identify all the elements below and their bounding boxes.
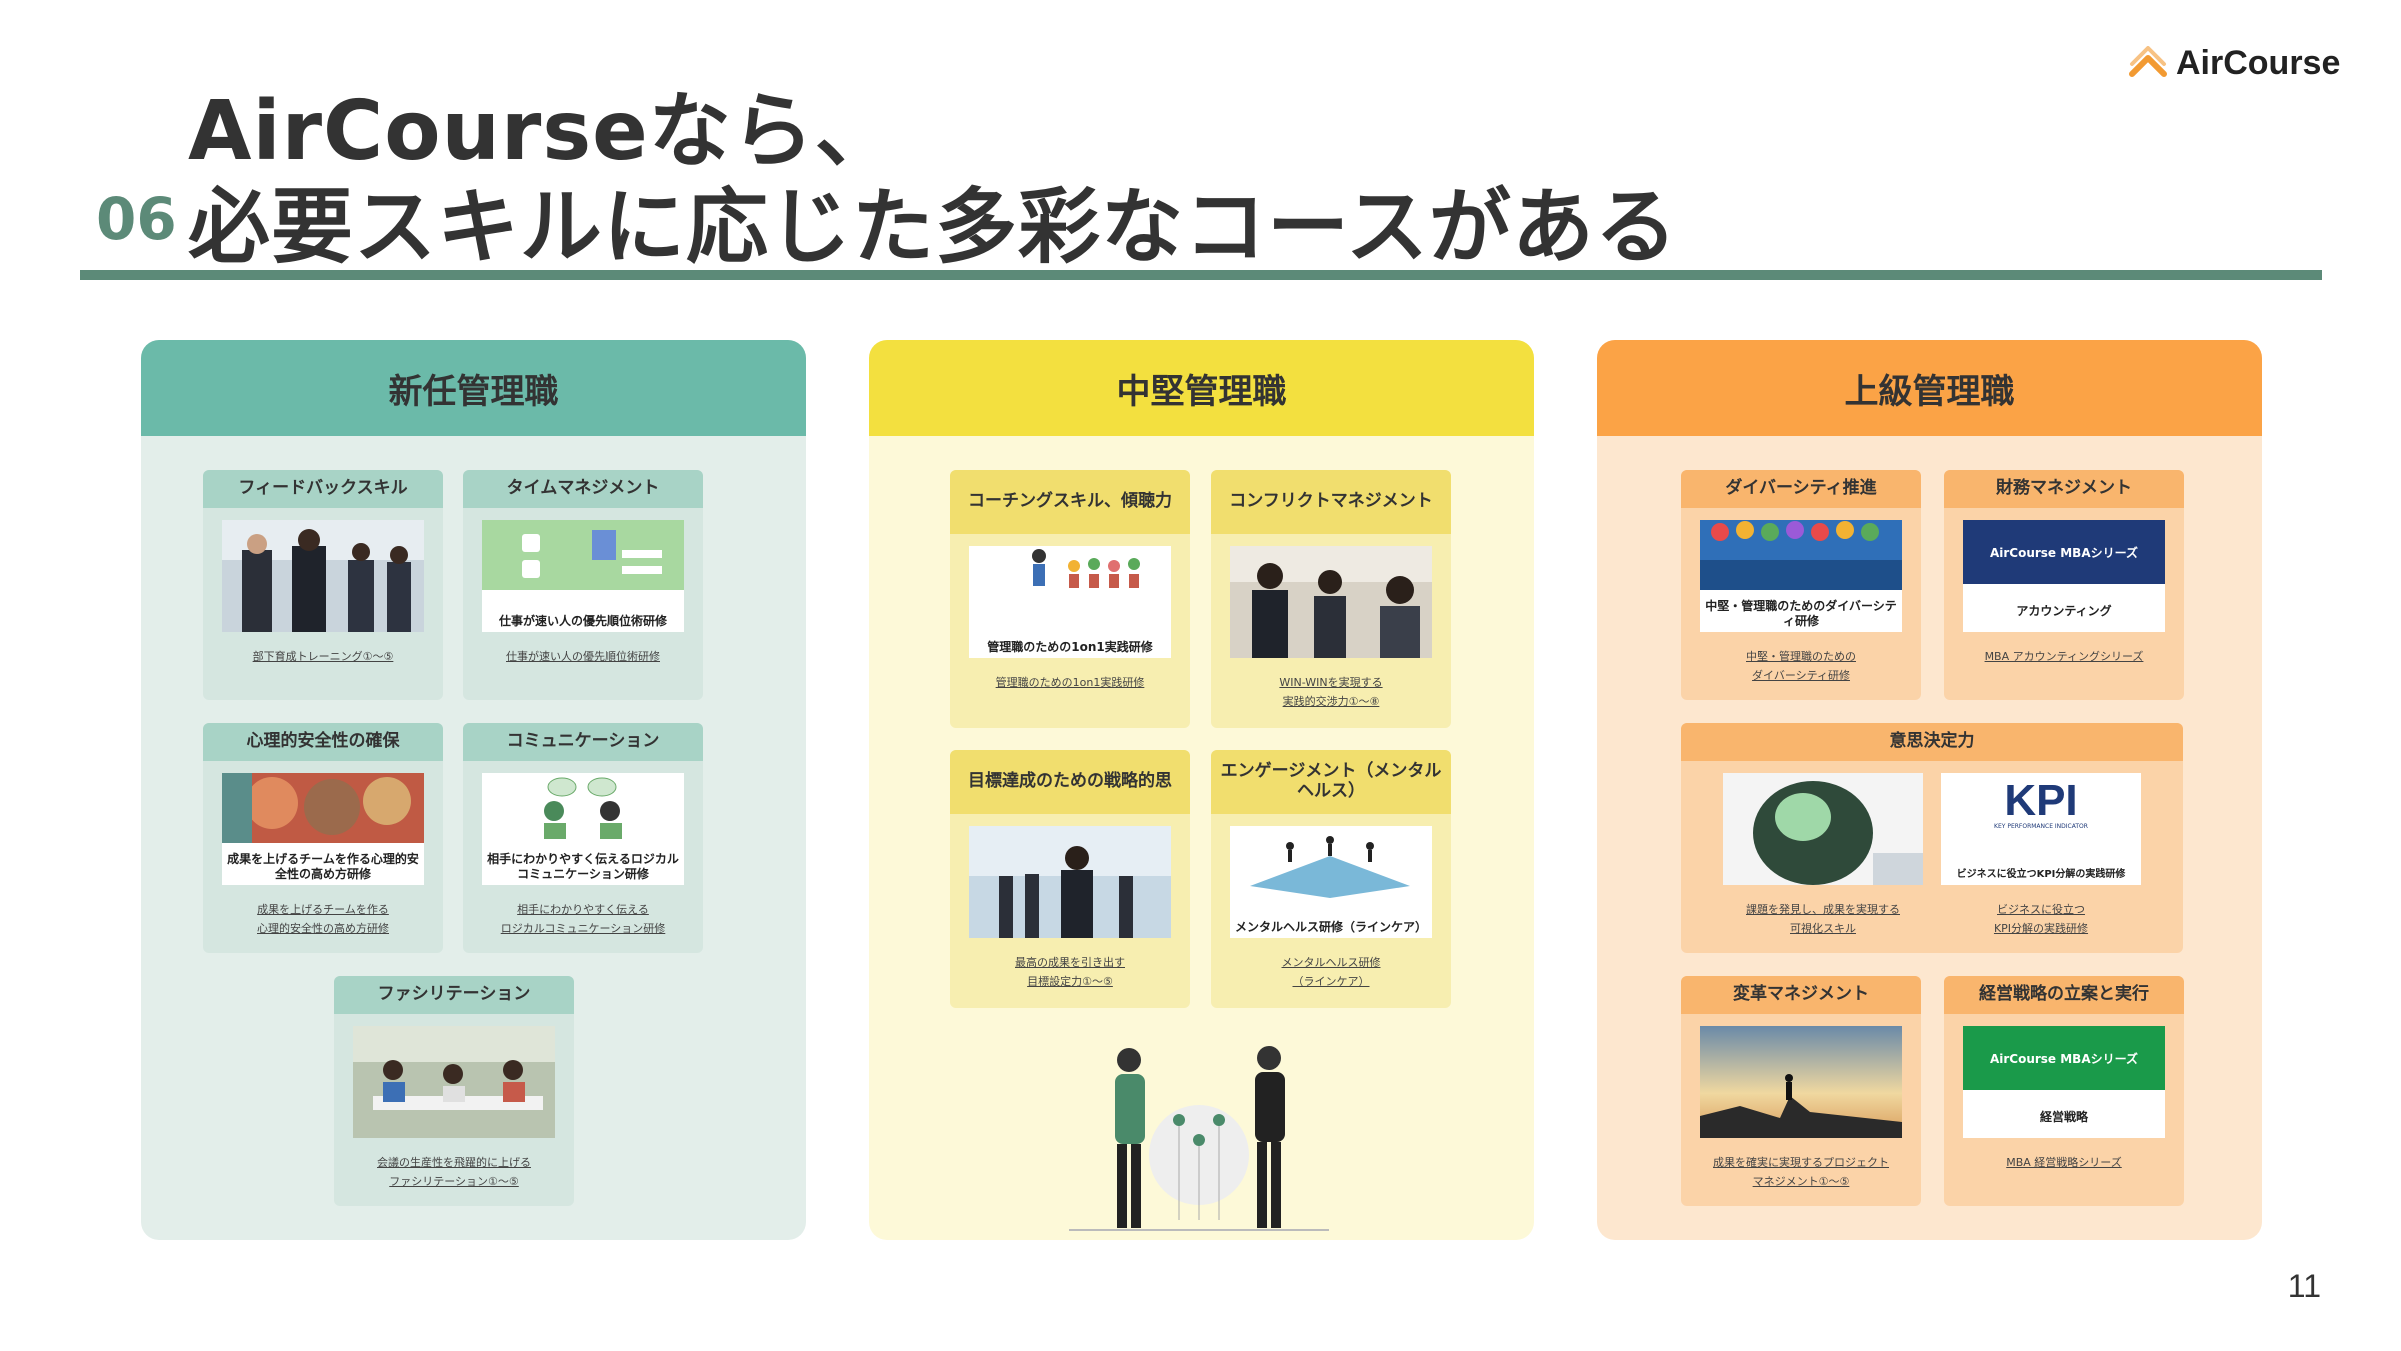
thumbnail-caption: 成果を上げるチームを作る心理的安全性の高め方研修 xyxy=(227,852,419,881)
course-card-diversity[interactable]: ダイバーシティ推進 中堅・管理職のためのダイバーシティ研修 中堅・管理職のための… xyxy=(1681,470,1921,700)
card-title: コミュニケーション xyxy=(463,723,703,761)
card-title: 目標達成のための戦略的思 xyxy=(950,750,1190,814)
course-card-time-management[interactable]: タイムマネジメント 仕事が速い人の優先順位術研修 仕事が速い人の優先順位術研修 xyxy=(463,470,703,700)
course-thumbnail-image: 成果を上げるチームを作る心理的安全性の高め方研修 xyxy=(222,773,424,885)
card-title: 意思決定力 xyxy=(1681,723,2183,761)
course-card-coaching[interactable]: コーチングスキル、傾聴力 管理職のための1on1実践研修 管理職のための1on1… xyxy=(950,470,1190,728)
course-thumbnail-image: KPI KEY PERFORMANCE INDICATOR ビジネスに役立つKP… xyxy=(1941,773,2141,885)
team-illustration xyxy=(1069,1046,1329,1231)
course-card-change-management[interactable]: 変革マネジメント 成果を確実に実現するプロジェクトマネジメント①〜⑤ xyxy=(1681,976,1921,1206)
course-thumbnail-image: AirCourse MBAシリーズ アカウンティング xyxy=(1963,520,2165,632)
thumbnail-caption: アカウンティング xyxy=(2016,603,2112,618)
page-number: 11 xyxy=(2287,1268,2321,1304)
course-thumbnail-image: 中堅・管理職のためのダイバーシティ研修 xyxy=(1700,520,1902,632)
course-thumbnail-image xyxy=(1723,773,1923,885)
thumbnail-caption: ビジネスに役立つKPI分解の実践研修 xyxy=(1956,869,2126,880)
course-card-decision-making[interactable]: 意思決定力 課題を発見し、成果を実現する可視化スキル KPI xyxy=(1681,723,2183,953)
course-link[interactable]: 相手にわかりやすく伝えるロジカルコミュニケーション研修 xyxy=(500,903,666,935)
course-link[interactable]: 仕事が速い人の優先順位術研修 xyxy=(506,650,660,663)
course-thumbnail-image xyxy=(969,826,1171,938)
course-link[interactable]: WIN-WINを実現する実践的交渉力①〜⑧ xyxy=(1279,676,1383,708)
panel-mid-managers: 中堅管理職 コーチングスキル、傾聴力 管理職のための1on1実践研修 管理職のた… xyxy=(869,340,1534,1240)
course-thumbnail-image xyxy=(353,1026,555,1138)
course-card-management-strategy[interactable]: 経営戦略の立案と実行 AirCourse MBAシリーズ 経営戦略 MBA 経営… xyxy=(1944,976,2184,1206)
thumbnail-caption: 経営戦略 xyxy=(2039,1109,2088,1124)
title-divider xyxy=(80,270,2322,280)
course-link[interactable]: 管理職のための1on1実践研修 xyxy=(995,676,1145,689)
aircourse-logo: AirCourse xyxy=(2128,44,2340,83)
course-link[interactable]: 課題を発見し、成果を実現する可視化スキル xyxy=(1746,903,1900,935)
course-thumbnail-image xyxy=(1230,546,1432,658)
mba-series-banner: AirCourse MBAシリーズ xyxy=(1963,520,2165,584)
thumbnail-caption: 中堅・管理職のためのダイバーシティ研修 xyxy=(1705,599,1897,628)
course-thumbnail-image: AirCourse MBAシリーズ 経営戦略 xyxy=(1963,1026,2165,1138)
panel-senior-managers: 上級管理職 ダイバーシティ推進 中堅・管理職のためのダイバーシティ研修 中堅・管… xyxy=(1597,340,2262,1240)
course-card-feedback[interactable]: フィードバックスキル 部下育成トレーニング①〜⑤ xyxy=(203,470,443,700)
thumbnail-caption: メンタルヘルス研修（ラインケア） xyxy=(1234,919,1427,934)
course-thumbnail-image: 相手にわかりやすく伝えるロジカルコミュニケーション研修 xyxy=(482,773,684,885)
panel-title: 上級管理職 xyxy=(1597,340,2262,436)
course-link[interactable]: MBA アカウンティングシリーズ xyxy=(1984,650,2144,663)
course-link[interactable]: 中堅・管理職のためのダイバーシティ研修 xyxy=(1746,650,1856,682)
card-title: ダイバーシティ推進 xyxy=(1681,470,1921,508)
course-card-psychological-safety[interactable]: 心理的安全性の確保 成果を上げるチームを作る心理的安全性の高め方研修 成果を上げ… xyxy=(203,723,443,953)
course-card-communication[interactable]: コミュニケーション 相手にわかりやすく伝えるロジカルコミュニケーション研修 相手… xyxy=(463,723,703,953)
course-thumbnail-image: メンタルヘルス研修（ラインケア） xyxy=(1230,826,1432,938)
course-card-financial-management[interactable]: 財務マネジメント AirCourse MBAシリーズ アカウンティング MBA … xyxy=(1944,470,2184,700)
course-card-strategic-thinking[interactable]: 目標達成のための戦略的思 最高の成果を引き出す目標設定力①〜⑤ xyxy=(950,750,1190,1008)
page-title-line-2: 必要スキルに応じた多彩なコースがある xyxy=(188,180,1678,275)
aircourse-chevron-icon xyxy=(2129,45,2167,77)
course-link[interactable]: MBA 経営戦略シリーズ xyxy=(2006,1156,2122,1169)
course-link[interactable]: 会議の生産性を飛躍的に上げるファシリテーション①〜⑤ xyxy=(377,1156,531,1188)
panel-title: 中堅管理職 xyxy=(869,340,1534,436)
kpi-logo: KPI xyxy=(2004,776,2078,825)
course-link[interactable]: 部下育成トレーニング①〜⑤ xyxy=(252,650,394,663)
course-thumbnail-image xyxy=(222,520,424,632)
card-title: フィードバックスキル xyxy=(203,470,443,508)
card-title: コンフリクトマネジメント xyxy=(1211,470,1451,534)
course-card-conflict-management[interactable]: コンフリクトマネジメント WIN-WINを実現する実践的交渉力①〜⑧ xyxy=(1211,470,1451,728)
panel-new-managers: 新任管理職 フィードバックスキル 部下育成トレーニング①〜⑤ タイムマネジメント… xyxy=(141,340,806,1240)
logo-text: AirCourse xyxy=(2176,44,2341,82)
panel-title: 新任管理職 xyxy=(141,340,806,436)
kpi-logo-subtitle: KEY PERFORMANCE INDICATOR xyxy=(1994,823,2088,830)
section-number: 06 xyxy=(96,185,177,253)
card-title: 心理的安全性の確保 xyxy=(203,723,443,761)
card-title: タイムマネジメント xyxy=(463,470,703,508)
page-title-line-1: AirCourseなら、 xyxy=(188,84,898,179)
thumbnail-caption: 相手にわかりやすく伝えるロジカルコミュニケーション研修 xyxy=(487,852,679,881)
card-title: 経営戦略の立案と実行 xyxy=(1944,976,2184,1014)
card-title: エンゲージメント（メンタルヘルス） xyxy=(1211,750,1451,814)
course-link[interactable]: 最高の成果を引き出す目標設定力①〜⑤ xyxy=(1015,956,1125,988)
course-link[interactable]: 成果を上げるチームを作る心理的安全性の高め方研修 xyxy=(257,903,389,935)
thumbnail-caption: 管理職のための1on1実践研修 xyxy=(987,639,1153,654)
card-title: 財務マネジメント xyxy=(1944,470,2184,508)
mba-series-banner: AirCourse MBAシリーズ xyxy=(1963,1026,2165,1090)
course-thumbnail-image xyxy=(1700,1026,1902,1138)
course-thumbnail-image: 仕事が速い人の優先順位術研修 xyxy=(482,520,684,632)
course-link[interactable]: メンタルヘルス研修（ラインケア） xyxy=(1281,956,1381,988)
thumbnail-caption: 仕事が速い人の優先順位術研修 xyxy=(498,613,667,628)
card-title: コーチングスキル、傾聴力 xyxy=(950,470,1190,534)
card-title: 変革マネジメント xyxy=(1681,976,1921,1014)
course-thumbnail-image: 管理職のための1on1実践研修 xyxy=(969,546,1171,658)
course-card-engagement[interactable]: エンゲージメント（メンタルヘルス） メンタルヘルス研修（ラインケア） メンタルヘ… xyxy=(1211,750,1451,1008)
card-title: ファシリテーション xyxy=(334,976,574,1014)
course-link[interactable]: 成果を確実に実現するプロジェクトマネジメント①〜⑤ xyxy=(1713,1156,1889,1188)
course-card-facilitation[interactable]: ファシリテーション 会議の生産性を飛躍的に上げるファシリテーション①〜⑤ xyxy=(334,976,574,1206)
